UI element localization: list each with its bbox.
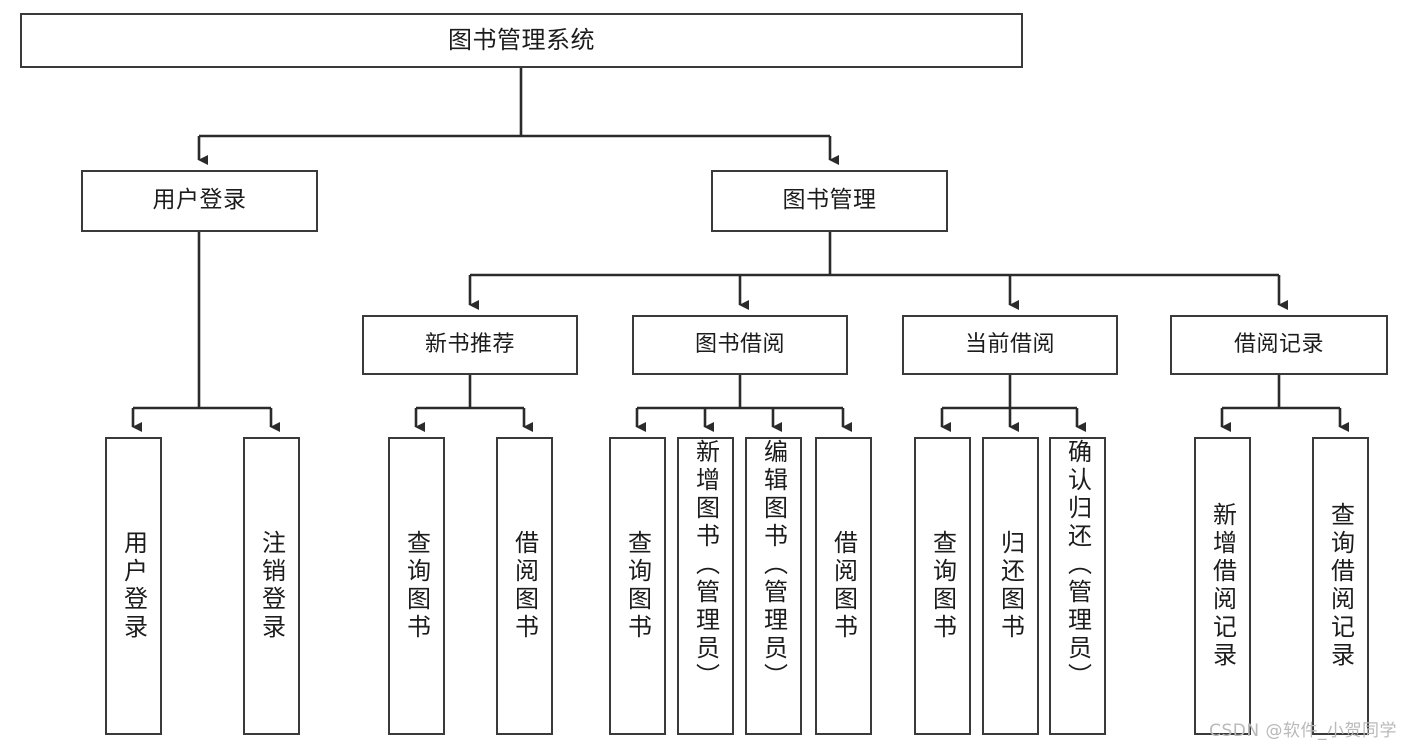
node-label: 借阅记录 (1233, 332, 1324, 358)
leaf-borrow-add-book-admin[interactable]: 新增图书（管理员） (677, 437, 734, 735)
leaf-record-add-record[interactable]: 新增借阅记录 (1194, 437, 1251, 735)
node-label: 编辑图书（管理员） (759, 439, 788, 691)
leaf-user-login-login[interactable]: 用户登录 (105, 437, 162, 735)
node-label: 确认归还（管理员） (1063, 439, 1092, 691)
node-label: 新增借阅记录 (1208, 502, 1237, 670)
node-label: 图书管理 (782, 187, 877, 214)
node-label: 新书推荐 (424, 332, 515, 358)
node-label: 图书管理系统 (448, 26, 595, 55)
node-current-borrow[interactable]: 当前借阅 (902, 315, 1118, 375)
node-label: 借阅图书 (510, 530, 539, 642)
leaf-current-return-book[interactable]: 归还图书 (982, 437, 1039, 735)
node-user-login[interactable]: 用户登录 (81, 170, 318, 232)
node-book-management[interactable]: 图书管理 (711, 170, 948, 232)
node-label: 查询图书 (928, 530, 957, 642)
node-root-system[interactable]: 图书管理系统 (20, 13, 1023, 68)
leaf-new-book-borrow[interactable]: 借阅图书 (496, 437, 553, 735)
node-label: 新增图书（管理员） (691, 439, 720, 691)
leaf-current-confirm-return-admin[interactable]: 确认归还（管理员） (1049, 437, 1106, 735)
node-label: 用户登录 (119, 530, 148, 642)
leaf-borrow-borrow-book[interactable]: 借阅图书 (815, 437, 872, 735)
leaf-current-query-book[interactable]: 查询图书 (914, 437, 971, 735)
node-borrow-record[interactable]: 借阅记录 (1170, 315, 1388, 375)
node-book-borrow[interactable]: 图书借阅 (632, 315, 848, 375)
node-label: 当前借阅 (964, 332, 1055, 358)
node-label: 借阅图书 (829, 530, 858, 642)
watermark: CSDN @软件_小贺同学 (1209, 721, 1397, 741)
leaf-record-query-record[interactable]: 查询借阅记录 (1312, 437, 1369, 735)
node-label: 注销登录 (257, 530, 286, 642)
node-label: 查询图书 (402, 530, 431, 642)
leaf-user-login-logout[interactable]: 注销登录 (243, 437, 300, 735)
node-label: 查询图书 (623, 530, 652, 642)
node-label: 图书借阅 (694, 332, 785, 358)
node-new-book-recommend[interactable]: 新书推荐 (362, 315, 578, 375)
node-label: 查询借阅记录 (1326, 502, 1355, 670)
leaf-borrow-edit-book-admin[interactable]: 编辑图书（管理员） (745, 437, 802, 735)
leaf-borrow-query-book[interactable]: 查询图书 (609, 437, 666, 735)
node-label: 用户登录 (152, 187, 247, 214)
node-label: 归还图书 (996, 530, 1025, 642)
leaf-new-book-query[interactable]: 查询图书 (388, 437, 445, 735)
